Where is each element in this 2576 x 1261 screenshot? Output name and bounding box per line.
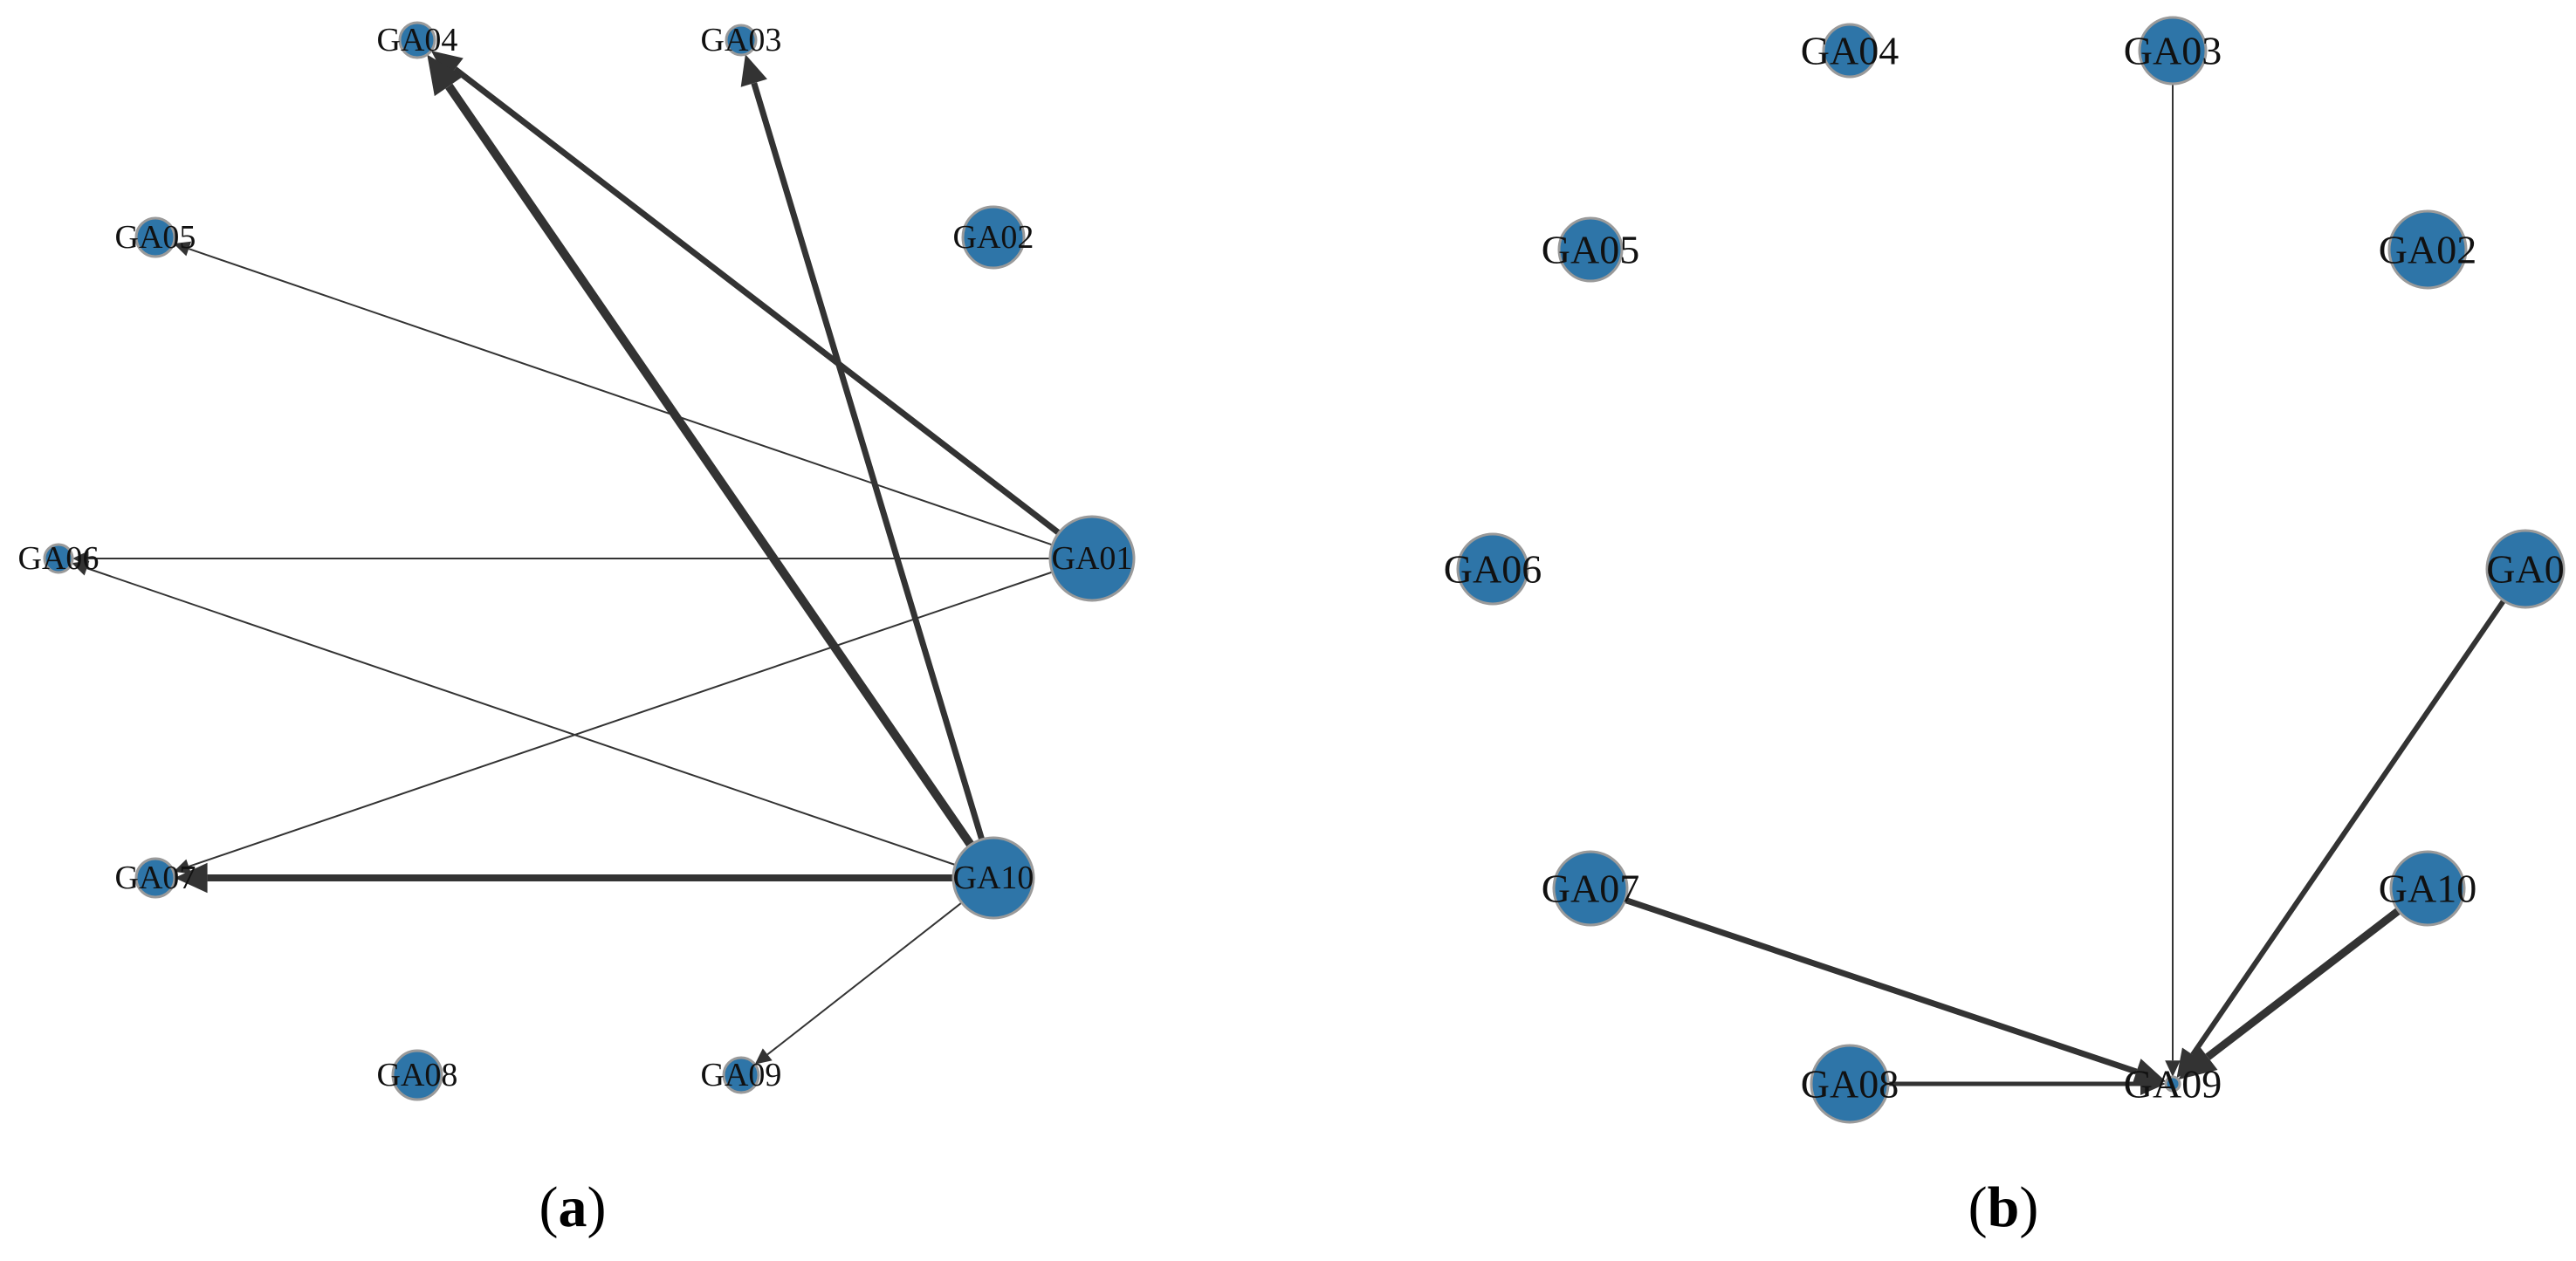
edge-ga07-to-ga09 — [1624, 897, 2138, 1075]
node-ga07: GA07 — [115, 857, 196, 899]
node-circle-ga08 — [391, 1049, 443, 1101]
node-circle-ga02 — [2387, 209, 2468, 290]
node-circle-ga07 — [1552, 850, 1629, 927]
node-ga02: GA02 — [953, 205, 1034, 270]
node-label-ga07: GA07 — [1542, 867, 1639, 911]
arrowhead-ga10-to-ga04 — [427, 54, 464, 97]
node-circle-ga01 — [2485, 529, 2566, 609]
node-label-ga08: GA08 — [377, 1057, 458, 1093]
node-label-ga06: GA06 — [18, 540, 100, 577]
node-label-ga08: GA08 — [1801, 1062, 1899, 1107]
node-circle-ga04 — [398, 21, 436, 59]
node-label-ga05: GA05 — [1542, 228, 1639, 272]
node-label-ga02: GA02 — [2379, 228, 2476, 272]
node-label-ga04: GA04 — [1801, 29, 1899, 73]
node-circle-ga10 — [951, 836, 1035, 920]
arrowhead-ga10-to-ga06 — [72, 560, 90, 576]
node-label-ga06: GA06 — [1444, 547, 1542, 592]
node-label-ga01: GA0 — [2486, 547, 2564, 592]
arrowhead-ga10-to-ga09 — [754, 1048, 773, 1065]
node-circle-ga09 — [2164, 1075, 2181, 1093]
arrowhead-ga10-to-ga03 — [740, 54, 767, 87]
node-ga06: GA06 — [18, 540, 100, 577]
arrowhead-ga10-to-ga09 — [2178, 1044, 2218, 1080]
node-ga10: GA10 — [951, 836, 1035, 920]
node-label-ga07: GA07 — [115, 860, 196, 896]
panel-b-edges — [1624, 84, 2506, 1095]
node-ga09: GA09 — [2124, 1062, 2222, 1107]
node-ga01: GA0 — [2485, 529, 2566, 609]
arrowhead-ga01-to-ga05 — [173, 241, 192, 257]
node-circle-ga07 — [134, 857, 176, 899]
edge-ga10-to-ga09 — [2205, 907, 2401, 1060]
node-ga01: GA01 — [1048, 515, 1136, 602]
node-label-ga04: GA04 — [377, 22, 458, 58]
edge-ga01-to-ga09 — [2190, 599, 2506, 1057]
node-ga05: GA05 — [115, 216, 196, 258]
node-circle-ga06 — [43, 543, 74, 574]
node-ga10: GA10 — [2379, 850, 2476, 927]
arrowhead-ga01-to-ga04 — [430, 51, 464, 80]
node-circle-ga03 — [725, 24, 758, 57]
node-label-ga01: GA01 — [1052, 540, 1133, 577]
edge-ga01-to-ga07 — [188, 571, 1053, 867]
node-ga03: GA03 — [701, 22, 782, 58]
node-circle-ga10 — [2389, 850, 2466, 927]
panel-a-caption: (a) — [539, 1175, 607, 1239]
node-ga07: GA07 — [1542, 850, 1639, 927]
node-label-ga10: GA10 — [953, 860, 1034, 896]
node-ga03: GA03 — [2124, 16, 2222, 86]
node-circle-ga05 — [134, 216, 176, 258]
arrowhead-ga01-to-ga07 — [173, 859, 192, 874]
node-circle-ga06 — [1456, 532, 1529, 606]
node-circle-ga01 — [1048, 515, 1136, 602]
edge-ga10-to-ga06 — [86, 567, 956, 867]
node-circle-ga05 — [1557, 216, 1624, 283]
node-circle-ga03 — [2138, 16, 2208, 86]
node-ga02: GA02 — [2379, 209, 2476, 290]
panel-b-caption: (b) — [1968, 1175, 2039, 1239]
edge-ga10-to-ga04 — [445, 83, 975, 847]
node-label-ga05: GA05 — [115, 219, 196, 256]
node-circle-ga09 — [722, 1056, 760, 1094]
arrowhead-ga03-to-ga09 — [2165, 1060, 2181, 1077]
node-circle-ga02 — [961, 205, 1026, 270]
edge-ga10-to-ga09 — [766, 901, 963, 1056]
node-label-ga03: GA03 — [2124, 29, 2222, 73]
panel-a-edges — [72, 51, 1061, 1065]
node-label-ga09: GA09 — [701, 1057, 782, 1093]
edge-ga01-to-ga04 — [453, 66, 1061, 536]
node-ga08: GA08 — [1801, 1044, 1899, 1124]
edge-ga10-to-ga03 — [751, 82, 986, 840]
node-ga06: GA06 — [1444, 532, 1542, 606]
arrowhead-ga10-to-ga07 — [175, 862, 208, 894]
node-circle-ga08 — [1810, 1044, 1890, 1124]
node-ga04: GA04 — [377, 21, 458, 59]
node-circle-ga04 — [1822, 23, 1878, 79]
node-ga05: GA05 — [1542, 216, 1639, 283]
arrowhead-ga08-to-ga09 — [2140, 1073, 2166, 1095]
node-ga08: GA08 — [377, 1049, 458, 1101]
node-label-ga10: GA10 — [2379, 867, 2476, 911]
node-label-ga03: GA03 — [701, 22, 782, 58]
node-ga04: GA04 — [1801, 23, 1899, 79]
node-label-ga02: GA02 — [953, 219, 1034, 256]
node-ga09: GA09 — [701, 1056, 782, 1094]
node-label-ga09: GA09 — [2124, 1062, 2222, 1107]
edge-ga01-to-ga05 — [188, 248, 1053, 546]
